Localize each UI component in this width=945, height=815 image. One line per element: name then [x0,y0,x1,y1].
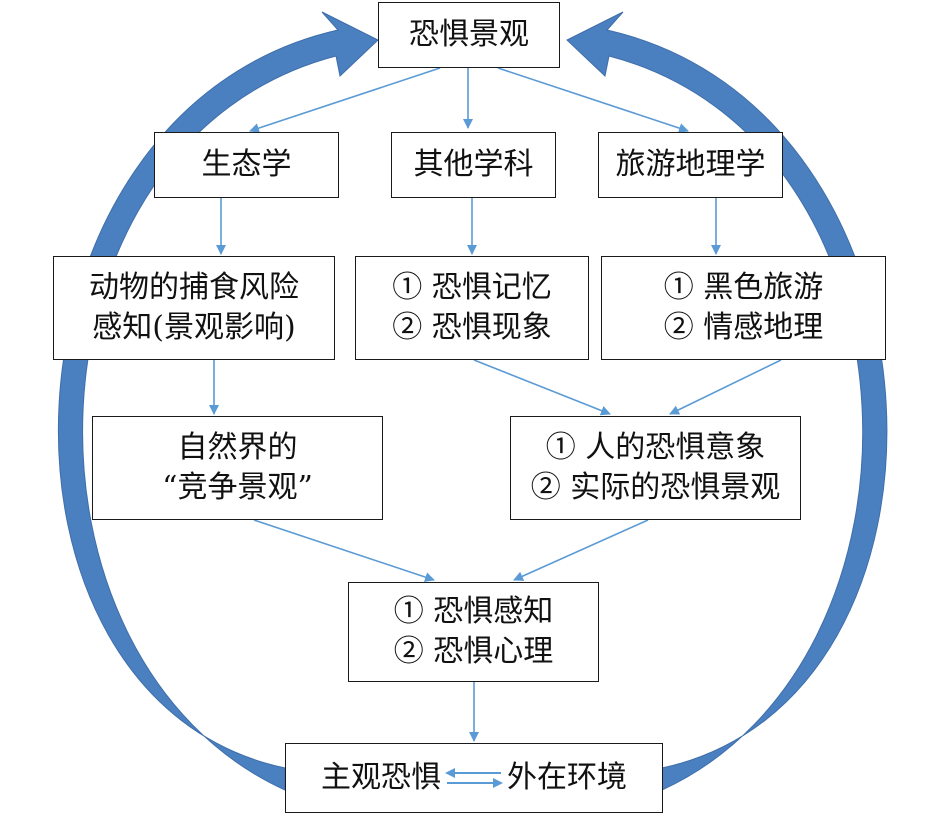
node-fear-memory: ① 恐惧记忆 ② 恐惧现象 [355,256,589,360]
arrow-memory-to-human [473,359,611,416]
node-tourism-geography: 旅游地理学 [598,132,783,198]
node-dark-tourism: ① 黑色旅游 ② 情感地理 [601,256,886,360]
arrow-top-to-ecology [249,67,441,133]
node-human-fear-image: ① 人的恐惧意象 ② 实际的恐惧景观 [510,416,801,520]
node-predation-risk-line1: 动物的捕食风险 [89,270,299,305]
node-fear-memory-line2: ② 恐惧现象 [392,310,552,345]
arrow-human-to-perception [513,519,649,581]
node-competition-landscape-line1: 自然界的 [177,430,298,465]
node-competition-landscape-line2: “竞争景观” [162,470,313,505]
node-dark-tourism-line1: ① 黑色旅游 [663,270,824,305]
node-predation-risk-line2: 感知(景观影响) [92,310,296,345]
connector-lines [209,67,782,742]
node-human-fear-image-line1: ① 人的恐惧意象 [545,430,766,465]
subjective-fear-label: 主观恐惧 [321,760,441,795]
left-right-arrows-icon [445,768,503,788]
node-ecology: 生态学 [154,132,339,198]
node-dark-tourism-line2: ② 情感地理 [663,310,824,345]
node-fear-perception: ① 恐惧感知 ② 恐惧心理 [348,582,599,682]
node-competition-landscape: 自然界的 “竞争景观” [92,416,383,520]
node-fear-landscape-label: 恐惧景观 [409,17,529,52]
arrow-nature-to-perception [253,519,435,582]
node-subjective-external: 主观恐惧 外在环境 [285,743,663,813]
arrow-top-to-tourism [497,67,689,133]
node-tourism-geography-label: 旅游地理学 [615,147,766,182]
right-cycle-arrow [566,11,888,791]
arrow-dark-to-human [669,359,782,415]
node-human-fear-image-line2: ② 实际的恐惧景观 [530,470,781,505]
node-predation-risk: 动物的捕食风险 感知(景观影响) [53,256,335,360]
left-cycle-arrow [57,11,379,791]
external-environment-label: 外在环境 [507,760,627,795]
node-ecology-label: 生态学 [201,147,292,182]
node-fear-perception-line2: ② 恐惧心理 [393,634,554,669]
node-other-disciplines: 其他学科 [391,132,556,198]
node-fear-landscape: 恐惧景观 [378,2,560,68]
node-fear-perception-line1: ① 恐惧感知 [393,594,554,629]
node-fear-memory-line1: ① 恐惧记忆 [392,270,552,305]
node-other-disciplines-label: 其他学科 [413,147,534,182]
